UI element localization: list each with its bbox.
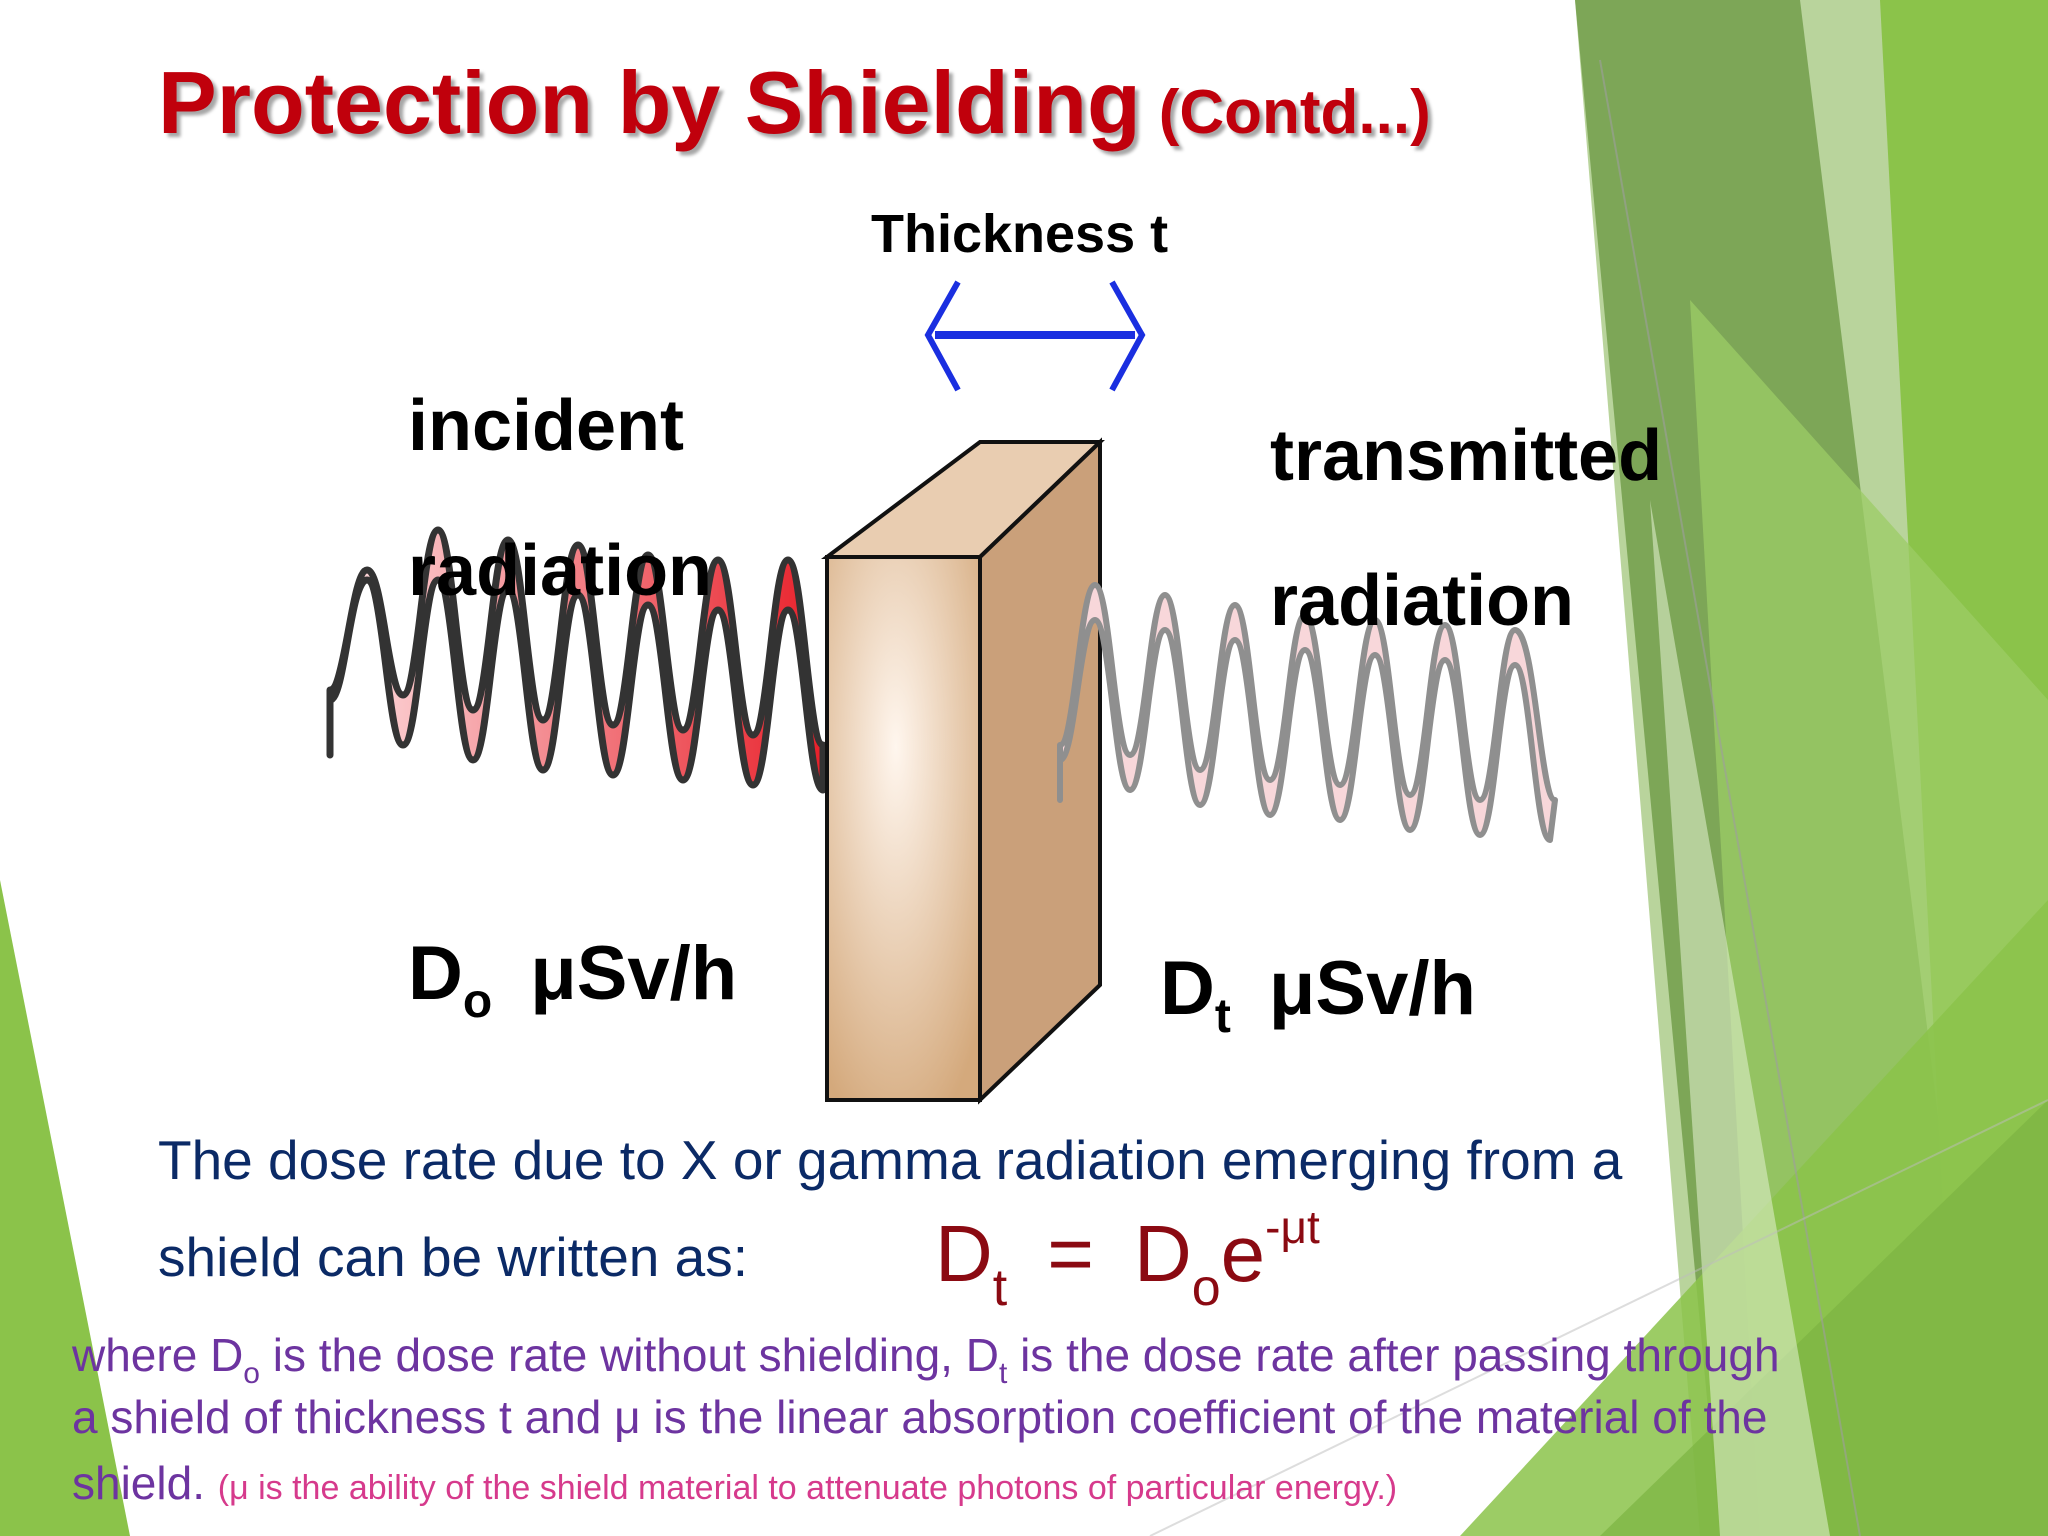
title-contd: (Contd...) xyxy=(1158,78,1431,147)
incident-label-line2: radiation xyxy=(408,531,713,611)
note-parenthetical: (μ is the ability of the shield material… xyxy=(217,1469,1398,1507)
transmitted-label-line2: radiation xyxy=(1270,561,1575,641)
note-line1: where Do is the dose rate without shield… xyxy=(72,1329,1780,1390)
transmitted-label-line1: transmitted xyxy=(1270,416,1663,496)
attenuation-formula: Dt=Doe-μt xyxy=(935,1201,1320,1317)
double-arrow-icon xyxy=(924,280,1146,392)
note-line3: shield. (μ is the ability of the shield … xyxy=(72,1457,1398,1509)
description-line2: shield can be written as: xyxy=(158,1226,749,1288)
note-line2: a shield of thickness t and μ is the lin… xyxy=(72,1391,1768,1443)
transmitted-wave xyxy=(1057,582,1558,843)
incident-wave xyxy=(326,526,827,794)
description-line1: The dose rate due to X or gamma radiatio… xyxy=(158,1129,1623,1191)
slide-title: Protection by Shielding(Contd...) xyxy=(158,52,1431,154)
incident-label-line1: incident xyxy=(408,386,685,466)
title-main: Protection by Shielding xyxy=(158,53,1141,152)
shield-block xyxy=(821,437,1105,1105)
thickness-label: Thickness t xyxy=(871,204,1169,264)
